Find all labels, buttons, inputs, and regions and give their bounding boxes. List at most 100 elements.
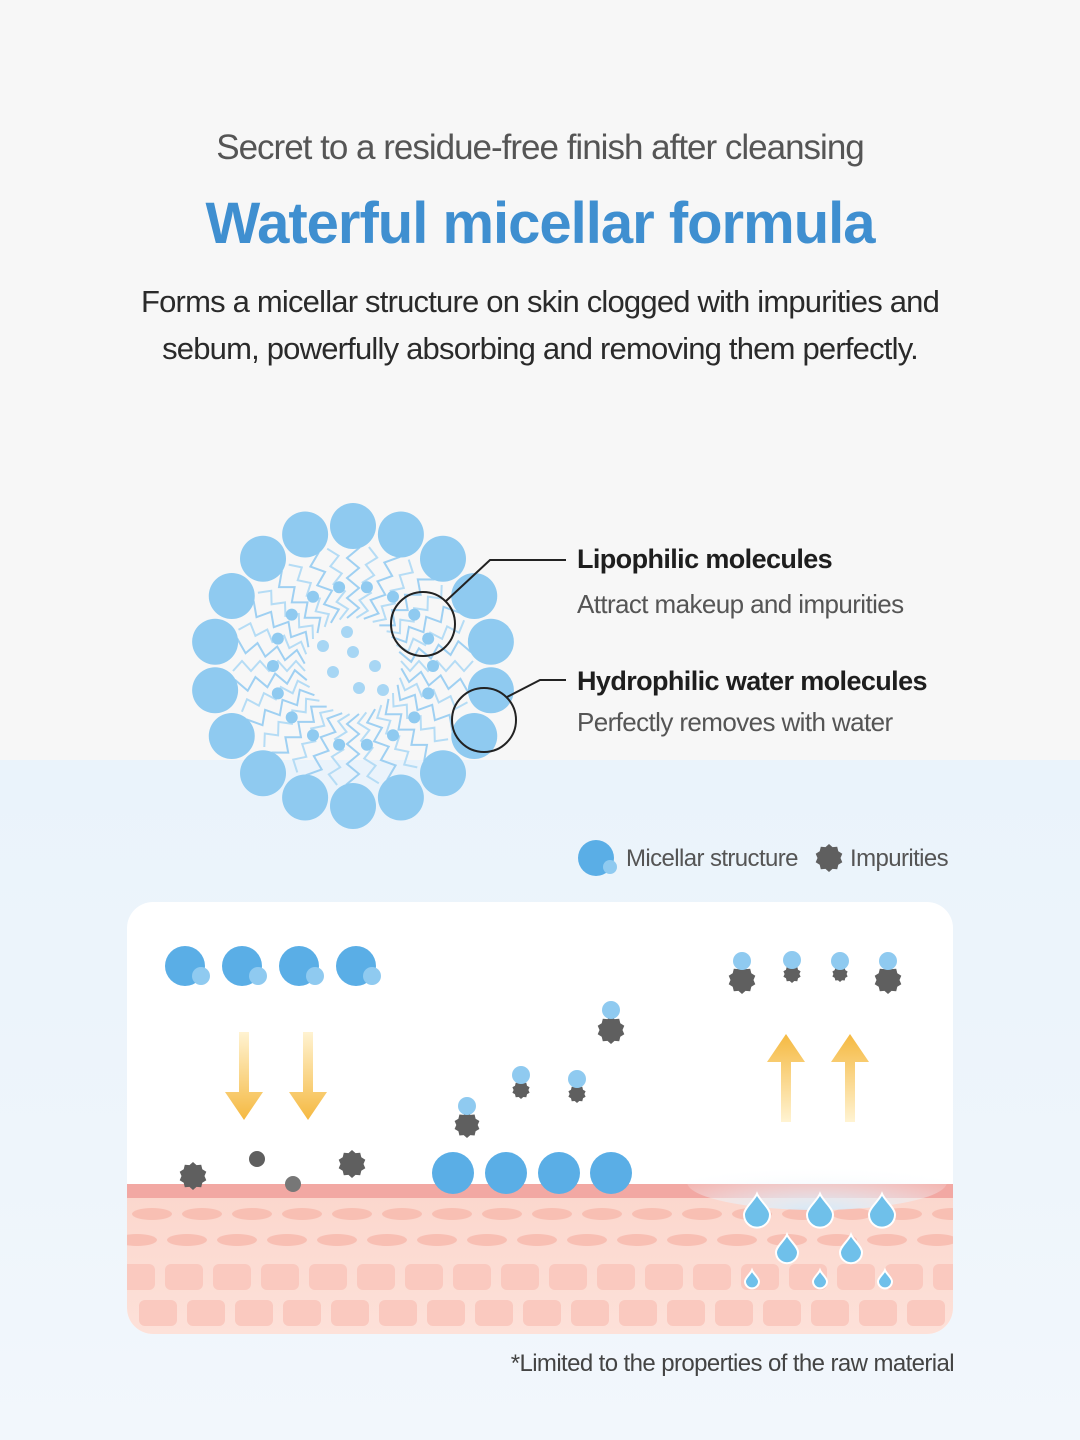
lipophilic-tail (271, 705, 327, 769)
lipophilic-tail (400, 667, 481, 694)
impurity-particle (285, 1176, 301, 1192)
skin-cell-top (917, 1234, 953, 1246)
hydrophilic-head (192, 667, 239, 714)
skin-cell (811, 1300, 849, 1326)
skin-cell-top (317, 1234, 357, 1246)
inner-molecule-dot (360, 581, 373, 594)
hydrophilic-title: Hydrophilic water molecules (577, 666, 928, 696)
micellar-legend-icon-small (603, 860, 617, 874)
skin-cell-top (632, 1208, 672, 1220)
inner-molecule-dot (422, 632, 435, 645)
skin-cell (715, 1300, 753, 1326)
hydrophilic-head (467, 618, 514, 665)
skin-cell (501, 1264, 539, 1290)
impurity-particle (179, 1162, 207, 1190)
skin-cell-top (417, 1234, 457, 1246)
inner-molecule-dot (307, 590, 319, 603)
skin-cell-top (132, 1208, 172, 1220)
hydrophilic-head (419, 535, 466, 582)
lipophilic-tail (263, 697, 320, 748)
lipophilic-highlight-circle (390, 591, 456, 657)
skin-cell-top (532, 1208, 572, 1220)
micelle-on-skin (485, 1152, 527, 1194)
core-dot (327, 666, 339, 678)
micelle-on-skin (432, 1152, 474, 1194)
lipophilic-tail (379, 563, 435, 627)
hydrophilic-head (208, 573, 255, 619)
inner-molecule-dot (408, 608, 421, 621)
legend-impurities-label: Impurities (850, 845, 949, 872)
skin-cell-top (832, 1208, 872, 1220)
skin-cell-top (682, 1208, 722, 1220)
impurity-legend-shape (815, 844, 843, 872)
skin-cell (885, 1264, 923, 1290)
skin-cell (283, 1300, 321, 1326)
hydrophilic-head (282, 774, 329, 821)
water-droplet-icon (867, 1191, 897, 1229)
water-droplet-icon (811, 1267, 829, 1290)
lipophilic-tail (392, 692, 449, 743)
skin-cell-top (382, 1208, 422, 1220)
lifted-impurity (874, 966, 902, 994)
skin-cell (139, 1300, 177, 1326)
skin-cell (261, 1264, 299, 1290)
skin-cell (213, 1264, 251, 1290)
inner-molecule-dot (285, 711, 298, 724)
bound-micelle (512, 1066, 530, 1084)
lifted-micelle (879, 952, 897, 970)
bound-micelle (568, 1070, 586, 1088)
lipophilic-tail (238, 600, 310, 648)
micelle-particle-small (192, 967, 210, 985)
lipophilic-tail (257, 589, 314, 640)
lipophilic-tail (291, 709, 334, 773)
lipophilic-tail (305, 712, 343, 789)
lifted-micelle (733, 952, 751, 970)
lipophilic-text: Attract makeup and impurities (577, 589, 904, 619)
skin-cell-top (167, 1234, 207, 1246)
process-particles (165, 946, 902, 1290)
lipophilic-tail (345, 713, 361, 795)
skin-cell-top (127, 1234, 157, 1246)
lipophilic-tail (227, 668, 308, 695)
micelle-particle-small (306, 967, 324, 985)
inner-molecule-dot (422, 687, 435, 700)
core-dot (317, 640, 329, 652)
skin-cell-top (717, 1234, 757, 1246)
lipophilic-tail (386, 584, 443, 635)
hydrophilic-head (419, 750, 466, 797)
skin-cell-top (617, 1234, 657, 1246)
skin-cell (127, 1264, 155, 1290)
inner-molecule-dot (333, 581, 346, 594)
skin-cell (453, 1264, 491, 1290)
lipophilic-tail (355, 546, 379, 619)
bound-micelle (602, 1001, 620, 1019)
up-arrows (767, 1034, 869, 1122)
lipophilic-tail (238, 621, 308, 655)
hydrophilic-head (282, 511, 329, 558)
lipophilic-tail (327, 713, 351, 786)
skin-cell (907, 1300, 945, 1326)
skin-cell (331, 1300, 369, 1326)
core-dot (353, 682, 365, 694)
down-arrow-icon (289, 1032, 327, 1120)
micelle-structure (192, 503, 514, 829)
inner-molecule-dot (387, 590, 399, 603)
lifted-impurity (728, 966, 756, 994)
skin-cell-top (332, 1208, 372, 1220)
skin-cell-top (932, 1208, 953, 1220)
legend-micellar-label: Micellar structure (626, 845, 799, 872)
inner-molecule-dot (271, 687, 284, 700)
skin-cell-top (567, 1234, 607, 1246)
skin-cell (235, 1300, 273, 1326)
inner-molecule-dot (333, 738, 346, 751)
skin-cell-top (267, 1234, 307, 1246)
bound-impurity (568, 1085, 586, 1103)
micelle-on-skin (590, 1152, 632, 1194)
impurity-particle (249, 1151, 265, 1167)
lifted-impurity (832, 966, 848, 982)
skin-cell (619, 1300, 657, 1326)
hydrophilic-head (451, 573, 498, 619)
inner-molecule-dot (387, 729, 399, 742)
lifted-impurity (783, 965, 801, 983)
lipophilic-tail (391, 596, 462, 644)
